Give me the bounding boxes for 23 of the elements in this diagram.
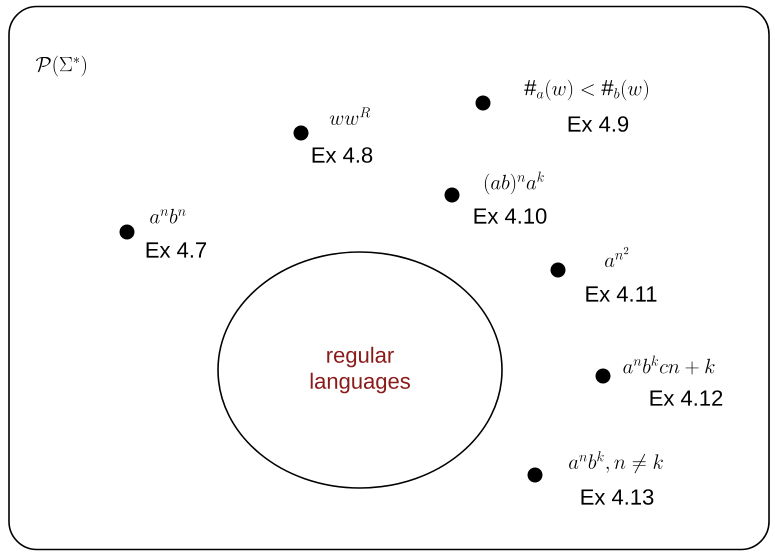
- dot: [444, 188, 460, 202]
- dot: [294, 126, 308, 140]
- language-formula: $a^nb^kcn+k$: [623, 356, 715, 374]
- language-formula: $\#_a(w) < \#_b(w)$: [524, 80, 648, 100]
- dot: [120, 224, 134, 240]
- language-formula: $ww^R$: [330, 107, 370, 125]
- set-label: $\mathcal{P}(\Sigma^*)$: [36, 56, 86, 76]
- example-label: Ex 4.10: [474, 208, 546, 224]
- example-label: Ex 4.12: [650, 390, 722, 406]
- example-label: Ex 4.11: [586, 286, 656, 302]
- dot: [550, 262, 566, 278]
- example-label: Ex 4.8: [312, 147, 372, 163]
- dot: [528, 468, 542, 482]
- dot: [476, 96, 490, 110]
- language-formula: $a^nb^k, n \neq k$: [569, 451, 663, 474]
- dot: [596, 368, 610, 384]
- example-label: Ex 4.9: [568, 116, 628, 132]
- language-formula: $(ab)^na^k$: [484, 172, 544, 194]
- set-frame: [8, 6, 770, 550]
- language-formula: $a^{n^2}$: [605, 246, 628, 268]
- language-formula: $a^nb^n$: [150, 208, 186, 224]
- example-label: Ex 4.7: [146, 242, 206, 258]
- example-label: Ex 4.13: [582, 489, 654, 505]
